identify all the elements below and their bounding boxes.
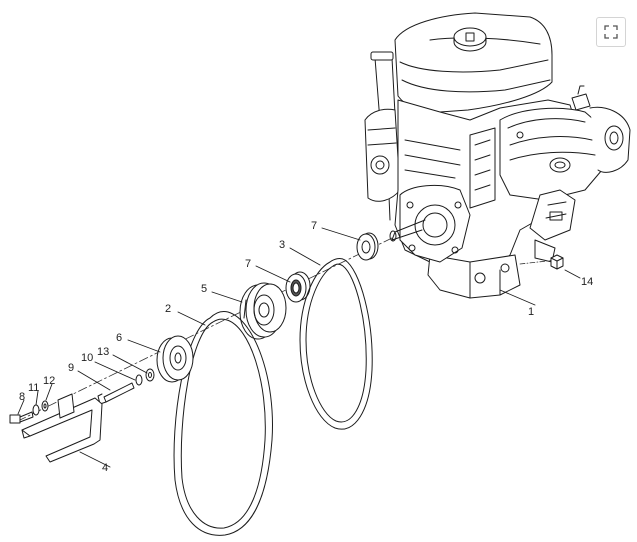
callout-1: 1 [528, 306, 534, 318]
callout-9: 9 [68, 362, 74, 374]
belt-part-3 [299, 258, 373, 430]
lockwasher-part-13 [135, 374, 143, 386]
washer-part-12-small [41, 400, 49, 412]
callout-3: 3 [279, 239, 285, 251]
callout-2: 2 [165, 303, 171, 315]
bolt14-center-line [519, 259, 557, 265]
callout-labels: 1 2 3 4 5 6 7 7 8 9 10 11 12 13 14 [19, 220, 593, 474]
callout-4: 4 [102, 462, 108, 474]
bolt-part-9 [97, 382, 135, 405]
bolt-part-8 [9, 411, 34, 424]
pulley-part-6 [156, 335, 194, 383]
washer-part-11 [32, 404, 40, 416]
callout-8: 8 [19, 391, 25, 403]
callout-7-upper: 7 [311, 220, 317, 232]
callout-7-lower: 7 [245, 258, 251, 270]
callout-5: 5 [201, 283, 207, 295]
pulley-part-5 [239, 282, 287, 340]
callout-13: 13 [97, 346, 109, 358]
spacer-part-7-lower [285, 271, 311, 303]
washer-part-12 [145, 368, 155, 382]
center-line [19, 237, 393, 421]
belt-part-2 [173, 311, 273, 536]
engine-assembly [364, 12, 631, 299]
expand-corners-icon [604, 25, 618, 39]
callout-10: 10 [81, 352, 93, 364]
callout-14: 14 [581, 276, 593, 288]
callout-12: 12 [43, 375, 55, 387]
callout-11: 11 [28, 382, 39, 394]
bracket-part-4 [21, 393, 103, 463]
fullscreen-button[interactable] [596, 17, 626, 47]
nut-part-14 [550, 254, 564, 270]
callout-6: 6 [116, 332, 122, 344]
washer-part-7-upper [356, 232, 379, 261]
leader-lines [17, 227, 581, 468]
